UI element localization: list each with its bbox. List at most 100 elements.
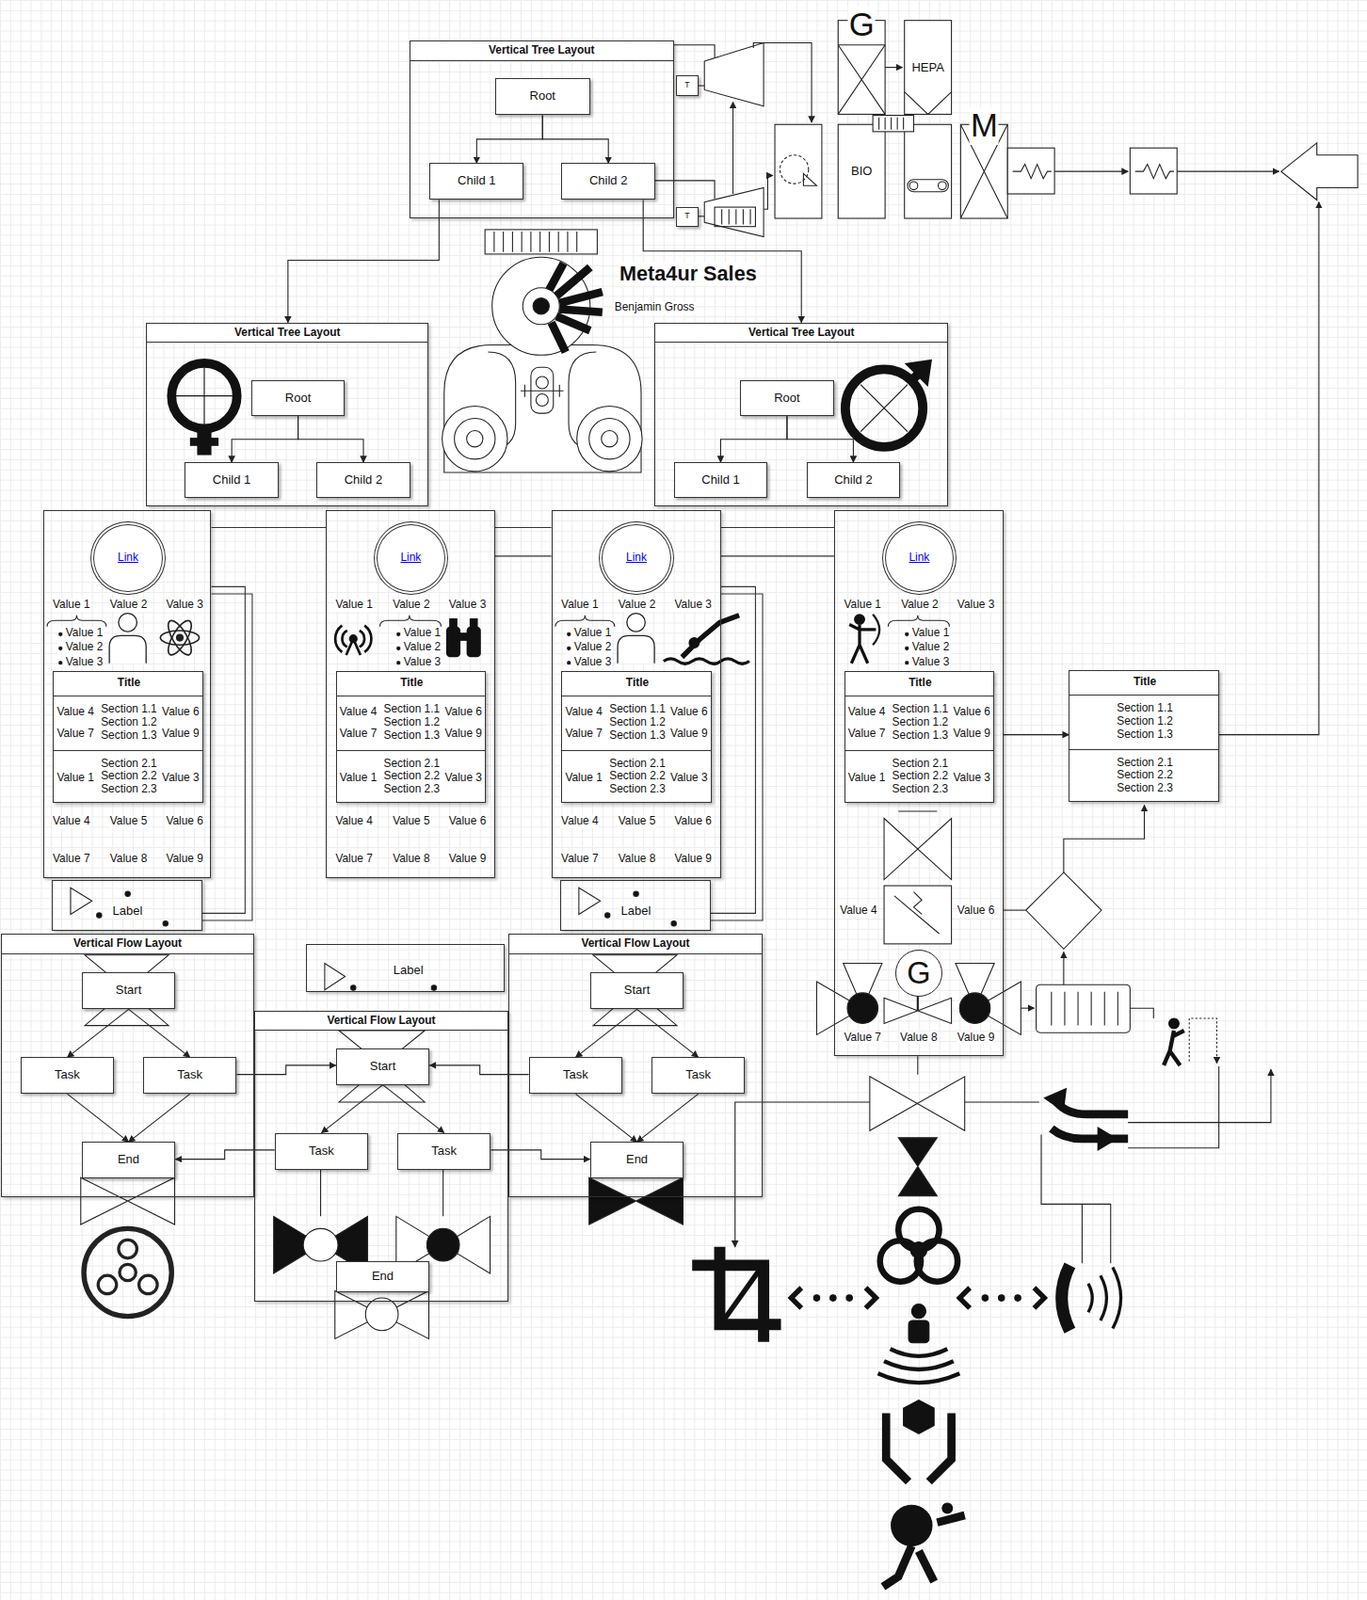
process-flow xyxy=(1051,992,1118,1027)
process-box: Root xyxy=(495,78,591,115)
process-units xyxy=(904,20,952,115)
connector xyxy=(231,416,298,463)
node-label: Child 2 xyxy=(833,473,873,488)
process-units xyxy=(763,175,773,210)
connector xyxy=(67,1093,129,1142)
process-flow xyxy=(1026,872,1102,949)
text-label: Benjamin Gross xyxy=(613,302,696,316)
table-divider xyxy=(53,750,202,752)
process-box: End xyxy=(336,1261,431,1293)
table-divider xyxy=(337,695,485,697)
process-units xyxy=(654,180,715,200)
panel-icons xyxy=(47,615,107,628)
gender-symbols xyxy=(171,363,237,429)
panel-icons xyxy=(663,615,750,664)
roller-figure xyxy=(454,418,496,460)
value-text: Value 3 xyxy=(565,656,613,670)
hazard-icons xyxy=(691,1209,1121,1588)
process-flow xyxy=(1129,1008,1154,1019)
valve-symbols xyxy=(589,1177,684,1225)
connector xyxy=(237,1065,337,1076)
process-box: End xyxy=(590,1141,685,1179)
process-units xyxy=(1054,171,1128,173)
label-symbols xyxy=(324,963,346,990)
layout-container: Vertical Tree LayoutRootChild 1Child 2 xyxy=(654,322,949,507)
value-text: Value 6 xyxy=(673,815,713,829)
container-title: Vertical Tree Layout xyxy=(655,323,948,344)
panel-icons xyxy=(176,634,184,642)
valve-symbols xyxy=(83,1228,172,1317)
process-box: Start xyxy=(336,1048,431,1086)
process-box: Child 2 xyxy=(561,162,656,200)
value-text: Value 6 xyxy=(951,706,992,720)
process-box: Task xyxy=(529,1057,624,1094)
process-units xyxy=(698,215,706,217)
process-box: Task xyxy=(274,1133,370,1171)
container-title: Vertical Flow Layout xyxy=(509,934,762,955)
process-flow xyxy=(1003,910,1027,912)
value-text: Value 3 xyxy=(395,656,443,670)
hazard-icons xyxy=(891,1505,933,1546)
value-text: Value 5 xyxy=(617,815,658,829)
value-text: Value 3 xyxy=(669,771,709,786)
value-text: Value 9 xyxy=(673,852,713,867)
value-text: Value 3 xyxy=(448,598,488,612)
process-units xyxy=(1129,147,1177,194)
panel-frames xyxy=(202,594,253,921)
connector xyxy=(491,1150,591,1160)
value-text: Value 1 xyxy=(565,627,613,641)
process-units xyxy=(837,45,885,115)
valve-symbols xyxy=(335,1290,430,1339)
node-label: Section 2.1 Section 2.2 Section 2.3 xyxy=(96,757,161,797)
valve-symbols xyxy=(80,811,1022,1340)
value-text: Value 4 xyxy=(334,815,374,829)
value-text: Value 7 xyxy=(55,727,96,741)
table-divider xyxy=(53,695,202,697)
valve-symbols xyxy=(884,819,952,881)
valve-symbols xyxy=(321,1168,444,1217)
panel-icons xyxy=(379,615,441,628)
hazard-icons xyxy=(813,1295,821,1303)
process-units xyxy=(654,20,1358,736)
panel-icons xyxy=(335,626,371,656)
node-label: End xyxy=(370,1270,395,1285)
process-units xyxy=(837,124,885,219)
value-text: Value 9 xyxy=(956,1031,997,1046)
roller-figure xyxy=(522,288,560,325)
node-label: HEPA xyxy=(910,60,945,75)
value-text: Value 2 xyxy=(617,598,658,612)
node-label: Task xyxy=(684,1068,712,1083)
label-symbols xyxy=(351,985,356,991)
node-label: Section 1.1 Section 1.2 Section 1.3 xyxy=(887,704,953,743)
table-divider xyxy=(845,695,994,697)
panel-frames xyxy=(211,528,835,557)
value-text: Value 1 xyxy=(57,627,105,641)
connector xyxy=(576,1009,638,1058)
label-symbols xyxy=(605,913,611,918)
panel-icons xyxy=(109,613,146,664)
value-text: Value 3 xyxy=(160,771,201,786)
value-text: Value 7 xyxy=(847,727,887,741)
value-text: Value 1 xyxy=(903,627,951,641)
value-text: Value 6 xyxy=(448,815,488,829)
process-units xyxy=(714,207,756,227)
container-title: Vertical Flow Layout xyxy=(1,934,254,955)
node-label: Task xyxy=(430,1144,458,1159)
node-label: Section 2.1 Section 2.2 Section 2.3 xyxy=(887,757,953,797)
label-symbols xyxy=(431,985,436,991)
data-panel: Value 1Value 2Value 3Value 1Value 2Value… xyxy=(325,510,496,878)
process-box: Child 1 xyxy=(429,162,524,200)
panel-icons xyxy=(849,614,880,664)
node-label: M xyxy=(969,107,999,145)
valve-symbols xyxy=(303,1228,338,1262)
process-units xyxy=(722,209,751,225)
valve-symbols xyxy=(119,1264,136,1281)
process-flow xyxy=(1169,1018,1180,1030)
panel-icons xyxy=(887,615,949,628)
process-units xyxy=(674,45,715,59)
table-divider xyxy=(562,750,710,752)
node-label: End xyxy=(116,1153,141,1168)
process-units xyxy=(1219,202,1319,736)
connector xyxy=(542,114,609,163)
process-flow xyxy=(1020,1008,1034,1010)
